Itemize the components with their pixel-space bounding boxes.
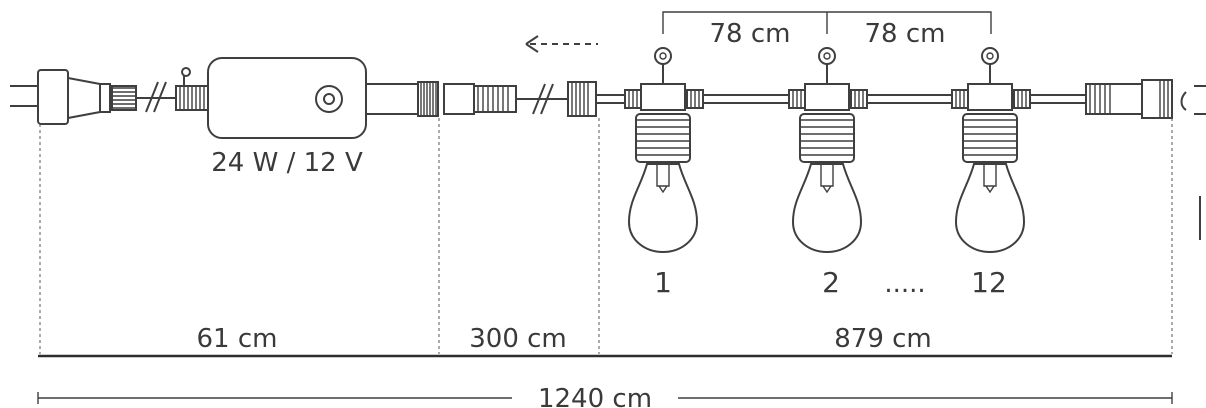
- bulb-label-2: 2: [822, 266, 840, 299]
- end-connector: [1085, 79, 1206, 240]
- segment-guides: [39, 118, 1173, 354]
- segment-label-plug: 61 cm: [197, 324, 278, 354]
- bulb-label-12: 12: [971, 266, 1007, 299]
- bulb-1: [624, 47, 704, 254]
- segment-label-extension: 300 cm: [469, 324, 567, 354]
- hook-icon: [654, 47, 672, 65]
- total-length-label: 1240 cm: [538, 384, 652, 408]
- spacing-label-2: 78 cm: [865, 19, 946, 49]
- extension-cable: [443, 81, 597, 117]
- power-adapter: [175, 57, 439, 139]
- spacing-label-1: 78 cm: [710, 19, 791, 49]
- bulb-ellipsis: .....: [884, 269, 925, 299]
- hook-icon: [818, 47, 836, 65]
- bulb-spacing-bracket: [662, 11, 992, 34]
- adapter-button-icon: [315, 85, 343, 113]
- bulb-3: [951, 47, 1031, 254]
- segment-label-string: 879 cm: [834, 324, 932, 354]
- direction-arrow: [525, 35, 598, 53]
- total-length-line: [37, 392, 1173, 404]
- hook-icon: [981, 47, 999, 65]
- bulb-label-1: 1: [654, 266, 672, 299]
- bulb-2: [788, 47, 868, 254]
- power-plug: [10, 69, 178, 125]
- adapter-rating: 24 W / 12 V: [211, 148, 363, 178]
